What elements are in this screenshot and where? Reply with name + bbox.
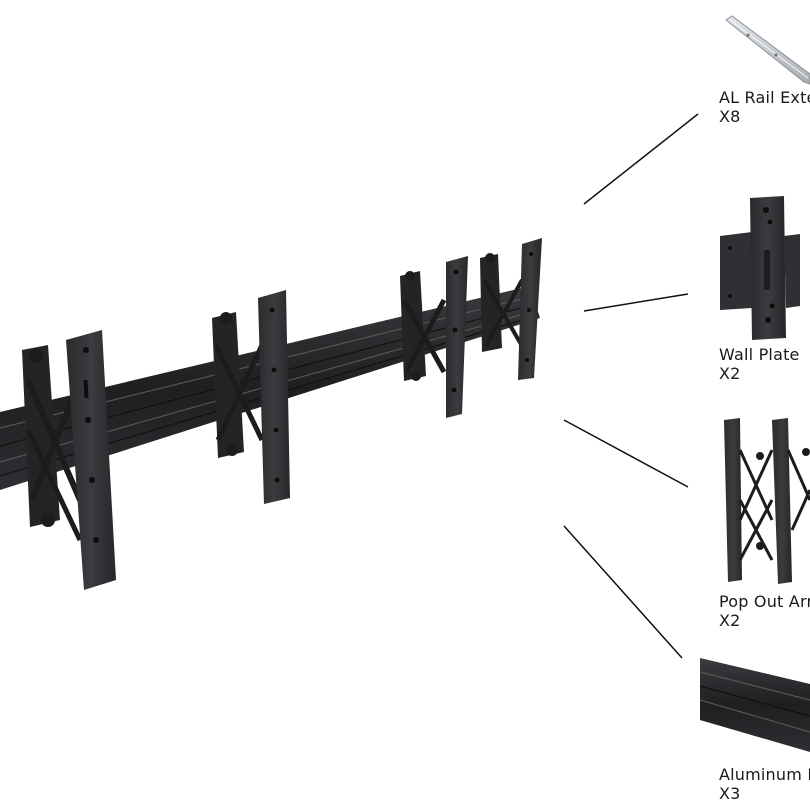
pop-out-bracket-4	[480, 238, 542, 380]
part-label-wall-plate: Wall Plate X2	[719, 345, 800, 383]
part-quantity: X3	[719, 784, 741, 803]
wall-plate-part	[720, 196, 800, 340]
leader-lines	[563, 113, 699, 659]
pop-out-bracket-3	[400, 256, 468, 418]
part-name: Aluminum R	[719, 765, 810, 784]
pop-out-bracket-1	[22, 330, 116, 590]
part-name: AL Rail Exte	[719, 88, 810, 107]
pop-out-bracket-2	[212, 290, 290, 504]
part-label-al-rail-extension: AL Rail Exte X8	[719, 88, 810, 126]
part-quantity: X8	[719, 107, 741, 126]
part-label-aluminum-rail: Aluminum R X3	[719, 765, 810, 803]
part-quantity: X2	[719, 611, 741, 630]
aluminum-rail-part	[699, 658, 810, 752]
part-name: Wall Plate	[719, 345, 800, 364]
part-label-pop-out-arm: Pop Out Arr X2	[719, 592, 810, 630]
pop-out-arm-part	[724, 418, 810, 584]
part-name: Pop Out Arr	[719, 592, 810, 611]
al-rail-extension-part	[725, 15, 810, 85]
part-quantity: X2	[719, 364, 741, 383]
